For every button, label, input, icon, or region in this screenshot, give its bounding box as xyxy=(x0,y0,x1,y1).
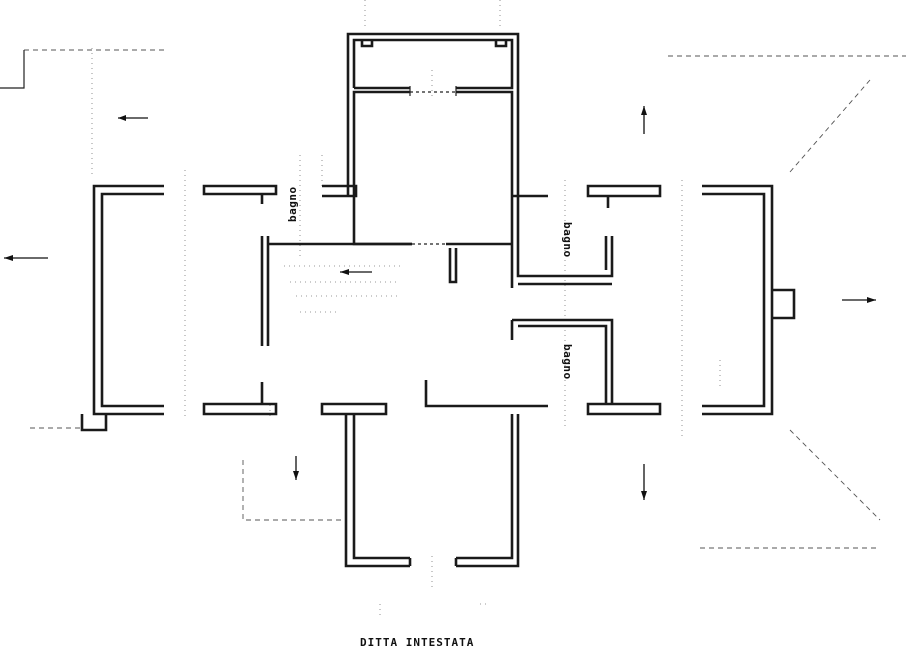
right-wing-walls xyxy=(510,184,796,416)
direction-arrows xyxy=(4,106,876,500)
arrow-down-right xyxy=(641,464,647,500)
arrow-right xyxy=(842,297,876,303)
room-label-bath-right-top: bagno xyxy=(561,222,574,258)
room-label-bath-left: bagno xyxy=(286,186,299,222)
room-label-bath-right-bottom: bagno xyxy=(561,344,574,380)
left-wing-walls xyxy=(80,184,278,432)
bottom-wing-walls xyxy=(344,414,520,568)
arrow-up-right xyxy=(641,106,647,134)
arrow-left-middle xyxy=(4,255,48,261)
arrow-hall xyxy=(340,269,372,275)
central-hall-walls xyxy=(268,184,512,416)
top-wing-walls xyxy=(346,32,520,288)
arrow-down-left xyxy=(293,456,299,480)
footer-label: DITTA INTESTATA xyxy=(360,636,475,649)
arrow-left-top xyxy=(118,115,148,121)
construction-lines xyxy=(0,0,906,616)
